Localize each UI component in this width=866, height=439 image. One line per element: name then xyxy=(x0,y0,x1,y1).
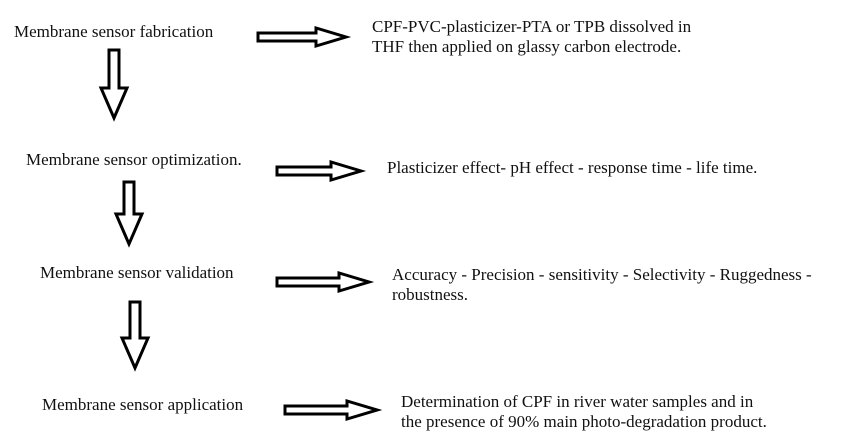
right-arrow-icon xyxy=(275,270,375,294)
detail-fabrication: CPF-PVC-plasticizer-PTA or TPB dissolved… xyxy=(372,17,691,57)
detail-line: Plasticizer effect- pH effect - response… xyxy=(387,158,758,177)
detail-line: THF then applied on glassy carbon electr… xyxy=(372,37,682,56)
right-arrow-icon xyxy=(256,25,352,49)
down-arrow-icon xyxy=(98,48,130,122)
detail-application: Determination of CPF in river water samp… xyxy=(401,392,767,432)
detail-line: robustness. xyxy=(392,285,469,304)
down-arrow-icon xyxy=(113,180,145,248)
detail-line: Determination of CPF in river water samp… xyxy=(401,392,754,411)
stage-fabrication: Membrane sensor fabrication xyxy=(14,22,214,41)
right-arrow-icon xyxy=(275,159,367,183)
detail-line: CPF-PVC-plasticizer-PTA or TPB dissolved… xyxy=(372,17,692,36)
down-arrow-icon xyxy=(119,300,151,372)
detail-line: the presence of 90% main photo-degradati… xyxy=(401,412,767,431)
detail-line: Accuracy - Precision - sensitivity - Sel… xyxy=(392,265,812,284)
right-arrow-icon xyxy=(283,398,383,422)
stage-optimization: Membrane sensor optimization. xyxy=(26,150,242,169)
detail-validation: Accuracy - Precision - sensitivity - Sel… xyxy=(392,265,812,305)
stage-application: Membrane sensor application xyxy=(42,395,244,414)
detail-optimization: Plasticizer effect- pH effect - response… xyxy=(387,158,757,178)
stage-validation: Membrane sensor validation xyxy=(40,263,234,282)
